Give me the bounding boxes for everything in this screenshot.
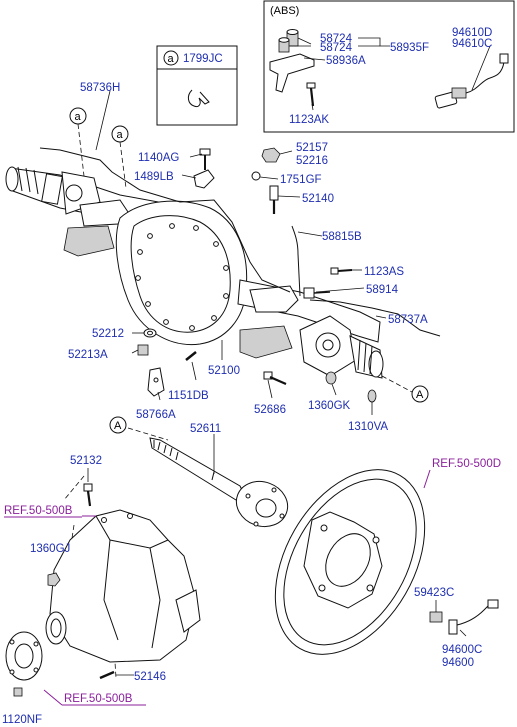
housing-bolt-ring <box>135 223 229 331</box>
label-52213a: 52213A <box>68 349 108 361</box>
label-52146: 52146 <box>134 671 166 683</box>
label-58935f: 58935F <box>390 42 429 54</box>
label-1123as: 1123AS <box>364 266 404 278</box>
abs-inset-box: (ABS) 58724 58724 <box>263 0 515 133</box>
pin-1151db <box>185 351 197 361</box>
bracket-58766a <box>147 367 165 397</box>
nut-1360gj <box>47 572 61 587</box>
bracket-1489lb <box>193 169 215 189</box>
bushing-58724-lower <box>278 37 290 53</box>
seal-1360gk <box>325 371 337 385</box>
abs-bracket-58936a <box>269 53 315 93</box>
brake-backing-plate <box>274 469 426 655</box>
label-52216: 52216 <box>296 155 328 167</box>
label-58936a: 58936A <box>326 55 366 67</box>
callout-a-right: a <box>111 125 129 143</box>
plug-52213a <box>137 344 149 356</box>
label-1310va: 1310VA <box>348 421 388 433</box>
label-52157: 52157 <box>296 142 328 154</box>
label-52140: 52140 <box>302 193 334 205</box>
label-1123ak: 1123AK <box>289 114 329 126</box>
label-58736h: 58736H <box>80 82 120 94</box>
bolt-52132 <box>83 483 93 507</box>
label-1799jc: 1799JC <box>183 53 223 65</box>
bolt-1123ak <box>306 82 316 107</box>
pin-52146 <box>99 670 115 680</box>
label-52212: 52212 <box>92 328 124 340</box>
label-58766a: 58766A <box>136 409 176 421</box>
ref-link-50-500b-lower[interactable]: REF.50-500B <box>64 693 133 705</box>
brake-pipe-58736h <box>39 147 291 293</box>
callout-A-right: A <box>411 385 429 403</box>
label-58815b: 58815B <box>322 231 362 243</box>
label-94610d: 94610D <box>452 27 492 39</box>
label-58724-upper: 58724 <box>320 33 353 45</box>
abs-box-title: (ABS) <box>270 5 299 17</box>
abs-sensor-94610 <box>434 53 509 109</box>
label-52100: 52100 <box>208 365 240 377</box>
detail-box-1799jc: a 1799JC <box>156 45 238 126</box>
label-58737a: 58737A <box>388 314 428 326</box>
svg-text:a: a <box>117 129 124 141</box>
ref-link-50-500d[interactable]: REF.50-500D <box>432 458 501 470</box>
svg-text:A: A <box>114 420 122 432</box>
bushing-58724-upper <box>286 29 299 47</box>
label-1360gk: 1360GK <box>308 400 351 412</box>
svg-text:A: A <box>416 389 424 401</box>
label-58724-lower: 58724 <box>320 42 353 54</box>
label-59423c: 59423C <box>414 587 454 599</box>
label-94600: 94600 <box>442 657 474 669</box>
differential-carrier <box>45 509 201 663</box>
clip-1799jc <box>187 89 210 107</box>
companion-flange-1120nf <box>5 631 43 697</box>
wheel-speed-sensor-94600 <box>429 599 499 635</box>
label-1489lb: 1489LB <box>134 171 174 183</box>
callout-A-left: A <box>109 416 127 434</box>
ref-link-50-500b-upper[interactable]: REF.50-500B <box>4 505 73 517</box>
nut-52157 <box>261 147 281 163</box>
label-52132: 52132 <box>70 455 102 467</box>
breather-52140 <box>269 185 279 214</box>
axle-shaft-52611 <box>149 437 289 528</box>
label-1151db: 1151DB <box>168 390 209 402</box>
bolt-52686 <box>263 371 287 386</box>
gasket-52212 <box>143 328 157 338</box>
seal-1310va <box>367 389 377 403</box>
svg-text:a: a <box>75 111 82 123</box>
callout-a-left: a <box>69 107 87 125</box>
label-52686: 52686 <box>254 404 286 416</box>
label-1751gf: 1751GF <box>280 174 322 186</box>
label-94610c: 94610C <box>452 38 492 50</box>
brake-pipe-58737a <box>309 299 441 337</box>
bolt-1140ag <box>199 148 211 170</box>
label-1360gj: 1360GJ <box>30 543 70 555</box>
fitting-58914 <box>303 287 331 299</box>
detail-box-letter: a <box>168 53 175 65</box>
bolt-1123as <box>330 267 353 275</box>
label-1140ag: 1140AG <box>138 152 179 164</box>
label-52611: 52611 <box>190 423 221 435</box>
label-58914: 58914 <box>366 284 399 296</box>
label-94600c: 94600C <box>442 644 482 656</box>
axle-housing-assembly <box>5 147 441 403</box>
breather-hose-58815b <box>291 225 301 297</box>
clip-1751gf <box>251 171 261 181</box>
label-1120nf: 1120NF <box>2 714 42 726</box>
